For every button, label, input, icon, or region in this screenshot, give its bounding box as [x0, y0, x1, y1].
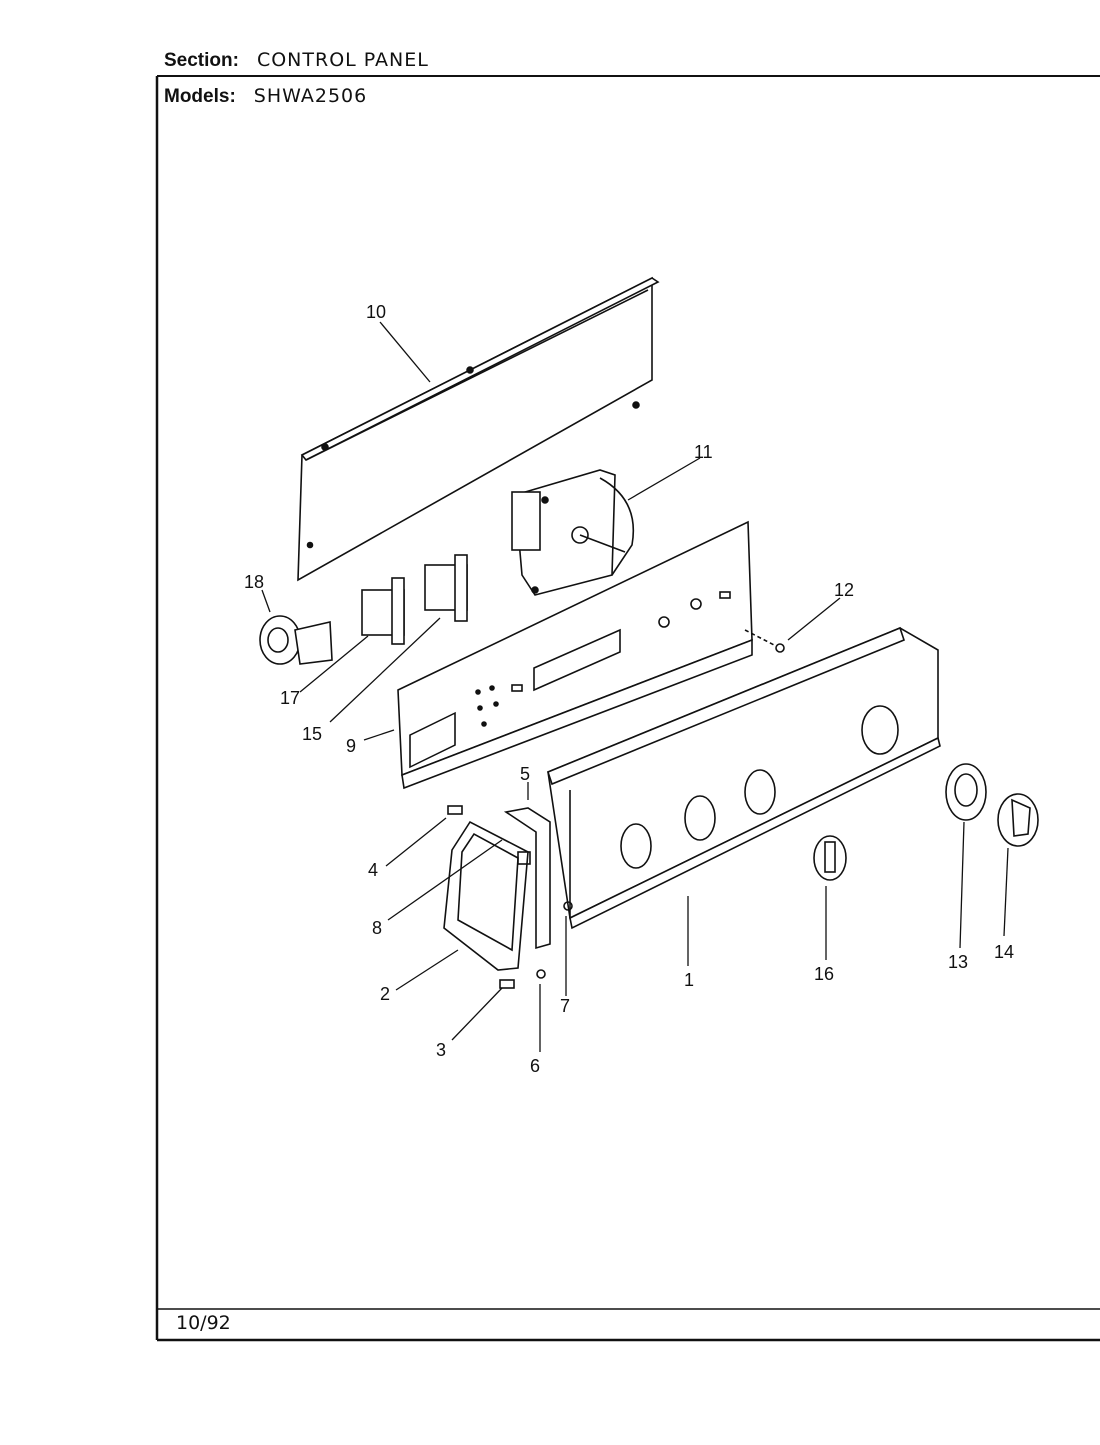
part-4-clip: [447, 805, 463, 815]
callout-10: 10: [366, 302, 386, 322]
part-11-timer: [511, 469, 635, 596]
part-1-control-panel: [547, 626, 941, 930]
callout-labels: 1 2 3 4 5 6 7 8 9 10 11 12 13 14 15 16 1…: [244, 302, 1014, 1076]
callout-15: 15: [302, 724, 322, 744]
models-label: Models:: [164, 86, 236, 107]
callout-1: 1: [684, 970, 694, 990]
leader-lines: [261, 321, 1009, 1052]
callout-14: 14: [994, 942, 1014, 962]
footer-date: 10/92: [176, 1312, 231, 1334]
part-7-screw: [563, 901, 573, 911]
part-8-bracket: [517, 851, 531, 865]
callout-4: 4: [368, 860, 378, 880]
part-5-strip: [503, 807, 551, 950]
part-6-screw: [536, 969, 546, 979]
callout-12: 12: [834, 580, 854, 600]
callout-17: 17: [280, 688, 300, 708]
callout-6: 6: [530, 1056, 540, 1076]
section-header: Section: CONTROL PANEL: [164, 49, 429, 72]
callout-8: 8: [372, 918, 382, 938]
part-18-rotary-switch: [259, 615, 333, 665]
part-10-top-cover: [297, 276, 660, 582]
callout-5: 5: [520, 764, 530, 784]
callout-13: 13: [948, 952, 968, 972]
part-3-clip: [499, 979, 515, 989]
callout-7: 7: [560, 996, 570, 1016]
part-16-knob: [813, 835, 847, 881]
models-header: Models: SHWA2506: [164, 85, 367, 108]
part-9-backguard: [397, 520, 753, 790]
part-2-bezel: [443, 820, 529, 971]
part-17-switch: [361, 577, 405, 645]
callout-16: 16: [814, 964, 834, 984]
part-15-switch: [424, 554, 468, 622]
callout-9: 9: [346, 736, 356, 756]
part-14-knob: [997, 793, 1039, 847]
models-value: SHWA2506: [253, 85, 368, 107]
part-12-screw: [744, 629, 785, 653]
callout-2: 2: [380, 984, 390, 1004]
callout-11: 11: [694, 442, 713, 462]
section-value: CONTROL PANEL: [256, 49, 429, 71]
callout-3: 3: [436, 1040, 446, 1060]
part-13-dial-skirt: [945, 763, 987, 821]
callout-18: 18: [244, 572, 264, 592]
section-label: Section:: [164, 50, 239, 71]
